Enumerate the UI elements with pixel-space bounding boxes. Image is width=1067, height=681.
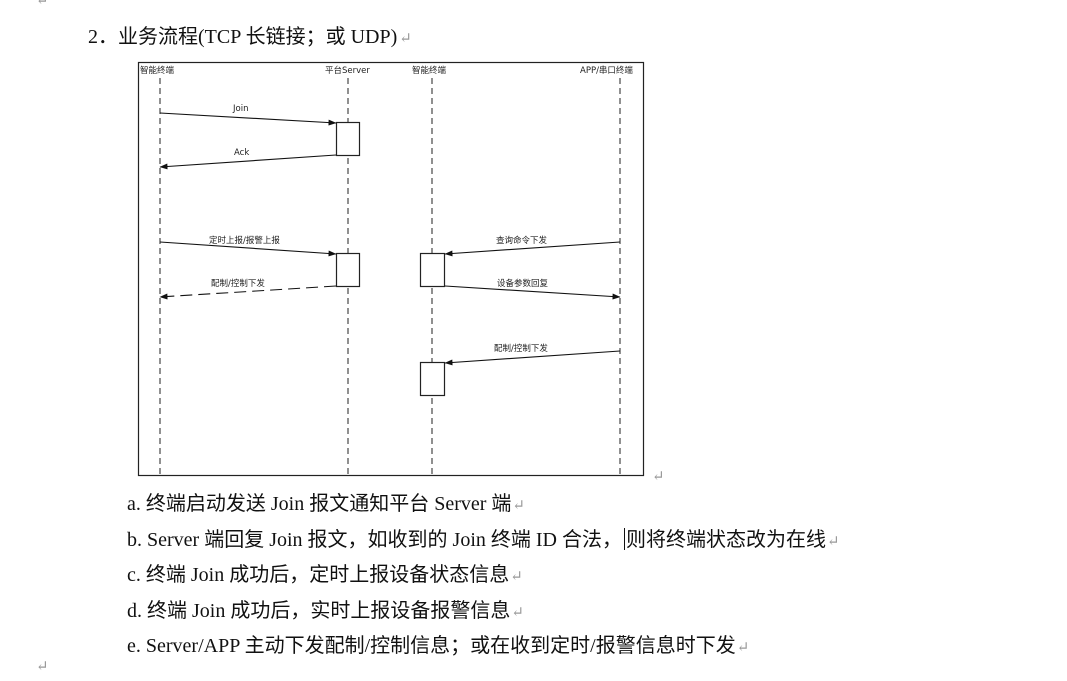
list-item-c-text: c. 终端 Join 成功后，定时上报设备状态信息: [127, 564, 510, 586]
message-param-reply-label: 设备参数回复: [497, 278, 549, 289]
paragraph-mark: ↵: [826, 533, 840, 550]
paragraph-mark-diagram: ↵: [652, 469, 665, 485]
list-item-b: b. Server 端回复 Join 报文，如收到的 Join 终端 ID 合法…: [127, 524, 840, 560]
paragraph-mark-bottom: ↵: [36, 659, 49, 675]
list-item-b-text-end: 则将终端状态改为在线: [625, 528, 826, 551]
lifeline-label-server: 平台Server: [325, 65, 370, 76]
text-cursor: [623, 527, 625, 550]
message-ack-label: Ack: [234, 148, 249, 158]
lifeline-label-terminal-1: 智能终端: [140, 65, 175, 76]
paragraph-mark: ↵: [511, 604, 524, 621]
lifeline-label-terminal-2: 智能终端: [412, 65, 447, 76]
message-join-arrow: [159, 112, 337, 126]
message-param-reply-arrow: [444, 285, 621, 300]
list-item-a: a. 终端启动发送 Join 报文通知平台 Server 端↵: [127, 488, 840, 524]
section-heading-text: 2．业务流程(TCP 长链接；或 UDP): [88, 26, 398, 48]
activation-terminal-config: [419, 361, 446, 397]
diagram-frame: [137, 61, 645, 477]
activation-terminal-query: [419, 252, 446, 288]
list-item-d: d. 终端 Join 成功后，实时上报设备报警信息↵: [127, 595, 840, 631]
message-join-label: Join: [232, 104, 248, 114]
section-heading: 2．业务流程(TCP 长链接；或 UDP)↵: [88, 24, 412, 52]
paragraph-mark-top: ↵: [36, 0, 49, 9]
list-item-e: e. Server/APP 主动下发配制/控制信息；或在收到定时/报警信息时下发…: [127, 630, 840, 666]
lifeline-label-app: APP/串口终端: [580, 65, 633, 76]
message-config-dashed-arrow: [159, 285, 337, 300]
message-ack-arrow: [159, 154, 337, 170]
list-item-c: c. 终端 Join 成功后，定时上报设备状态信息↵: [127, 559, 840, 595]
message-query-arrow: [444, 241, 621, 257]
message-config-app-arrow: [444, 350, 621, 366]
activation-server-join: [335, 121, 361, 157]
list-item-b-text-start: b. Server 端回复 Join 报文，如收到的 Join 终端 ID 合法…: [127, 528, 622, 551]
message-config-label: 配制/控制下发: [211, 278, 265, 289]
list-item-a-text: a. 终端启动发送 Join 报文通知平台 Server 端: [127, 493, 512, 515]
message-config-app-label: 配制/控制下发: [494, 343, 548, 354]
paragraph-mark: ↵: [512, 498, 525, 514]
message-query-label: 查询命令下发: [496, 235, 548, 246]
list-item-e-text: e. Server/APP 主动下发配制/控制信息；或在收到定时/报警信息时下发: [127, 635, 736, 657]
list-item-d-text: d. 终端 Join 成功后，实时上报设备报警信息: [127, 599, 511, 622]
message-report-arrow: [159, 241, 337, 257]
paragraph-mark: ↵: [736, 640, 750, 656]
paragraph-mark: ↵: [399, 31, 412, 47]
activation-server-report: [335, 252, 361, 288]
message-report-label: 定时上报/报警上报: [209, 235, 280, 246]
paragraph-mark: ↵: [510, 569, 523, 585]
requirements-list: a. 终端启动发送 Join 报文通知平台 Server 端↵ b. Serve…: [127, 488, 840, 666]
